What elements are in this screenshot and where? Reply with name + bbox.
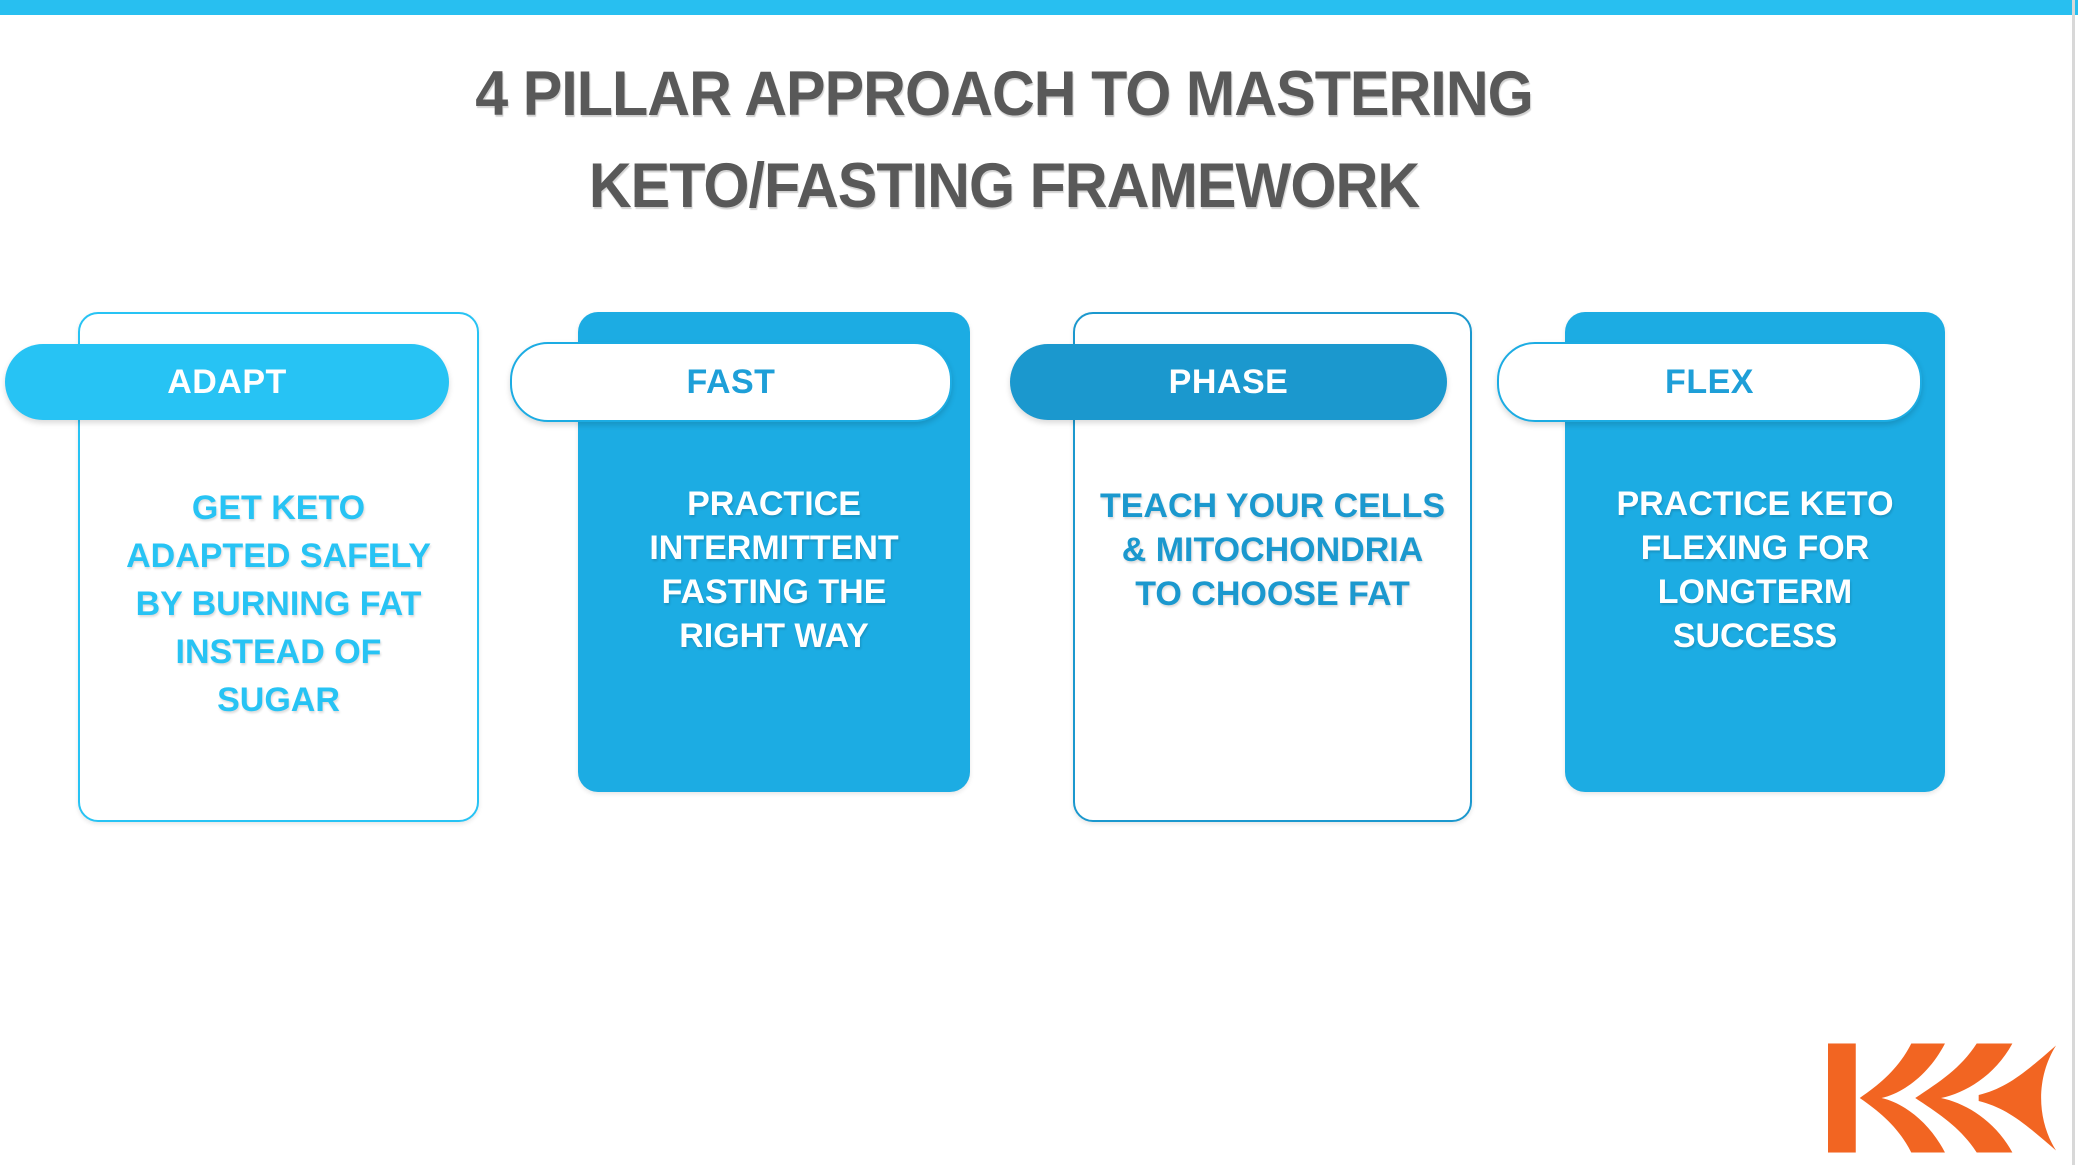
pillar-card-flex: FLEX PRACTICE KETO FLEXING FOR LONGTERM … <box>1497 312 1945 792</box>
pillar-description-adapt: GET KETO ADAPTED SAFELY BY BURNING FAT I… <box>126 489 431 719</box>
pillar-card-fast: FAST PRACTICE INTERMITTENT FASTING THE R… <box>510 312 970 792</box>
pillar-tab-adapt: ADAPT <box>5 344 449 420</box>
pillar-description-flex: PRACTICE KETO FLEXING FOR LONGTERM SUCCE… <box>1616 485 1894 655</box>
kk-logo <box>1828 1043 2056 1153</box>
pillar-tab-phase: PHASE <box>1010 344 1447 420</box>
right-edge-divider <box>2072 0 2075 1165</box>
pillar-tab-fast: FAST <box>510 342 952 422</box>
pillar-tab-flex: FLEX <box>1497 342 1922 422</box>
top-accent-bar <box>0 0 2078 15</box>
slide-title: 4 PILLAR APPROACH TO MASTERING KETO/FAST… <box>475 59 1534 221</box>
pillar-card-adapt: ADAPT GET KETO ADAPTED SAFELY BY BURNING… <box>5 312 479 822</box>
pillar-description-fast: PRACTICE INTERMITTENT FASTING THE RIGHT … <box>649 485 899 655</box>
pillar-card-phase: PHASE TEACH YOUR CELLS & MITOCHONDRIA TO… <box>1010 312 1472 822</box>
pillar-description-phase: TEACH YOUR CELLS & MITOCHONDRIA TO CHOOS… <box>1099 487 1446 613</box>
